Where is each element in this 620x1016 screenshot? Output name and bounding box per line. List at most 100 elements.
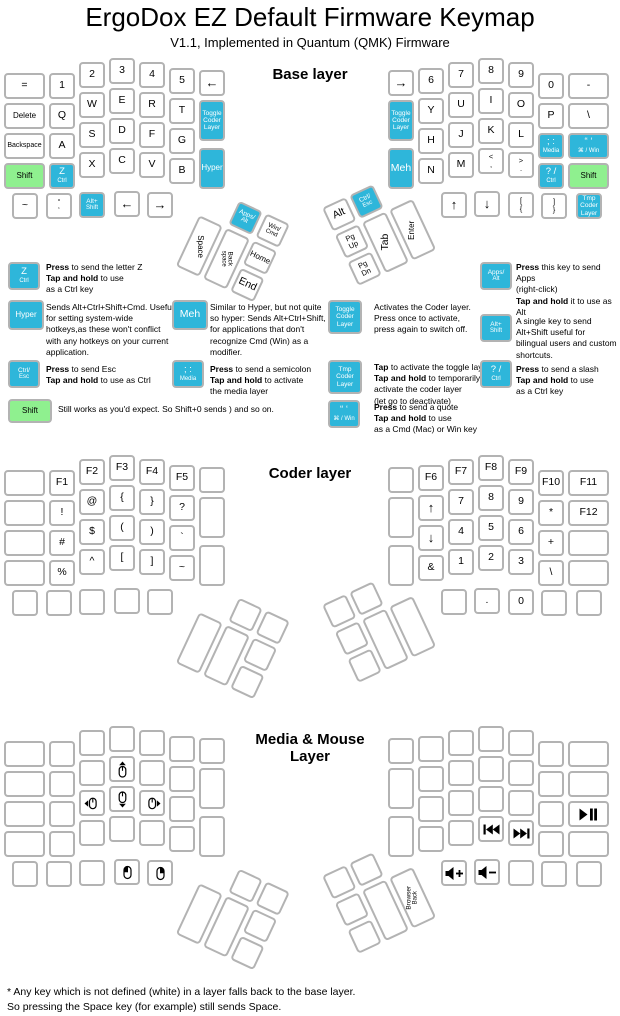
volume-up-icon — [445, 866, 464, 880]
prev-track-icon — [483, 824, 500, 835]
key-end: End — [230, 267, 265, 303]
key-f7: F7 — [448, 459, 474, 485]
blank-key — [199, 497, 225, 538]
blank-key — [418, 826, 444, 852]
blank-key — [568, 741, 609, 767]
key-ctrl: ? /Ctrl — [538, 163, 564, 189]
legend-text-hyper: Sends Alt+Ctrl+Shift+Cmd. Useful for set… — [46, 302, 174, 357]
blank-key — [576, 590, 602, 616]
blank-key — [169, 736, 195, 762]
blank-key — [46, 590, 72, 616]
legend-text-alt-shift: A single key to send Alt+Shift useful fo… — [516, 316, 617, 360]
key-symbol: ]} — [541, 193, 567, 219]
blank-key — [79, 860, 105, 886]
legend-key-alt-shift: Alt+Shift — [480, 314, 512, 342]
key-f11: F11 — [568, 470, 609, 496]
volume-down-icon — [478, 865, 497, 879]
blank-key — [114, 588, 140, 614]
key-7: 7 — [448, 62, 474, 88]
blank-key — [139, 730, 165, 756]
key-1: 1 — [49, 73, 75, 99]
blank-key — [79, 730, 105, 756]
blank-key — [4, 831, 45, 857]
media-right-half — [388, 726, 613, 896]
key-6: 6 — [508, 519, 534, 545]
blank-key — [4, 470, 45, 496]
mouse-down-icon — [114, 790, 131, 808]
blank-key — [541, 861, 567, 887]
key-h: H — [418, 128, 444, 154]
blank-key — [46, 861, 72, 887]
key-symbol: . — [474, 588, 500, 614]
key-n: N — [418, 158, 444, 184]
key-symbol: ^ — [79, 549, 105, 575]
legend-key-apps-alt: Apps/Alt — [480, 262, 512, 290]
key-m: M — [448, 152, 474, 178]
key-3: 3 — [508, 549, 534, 575]
blank-key — [418, 796, 444, 822]
key-symbol: { — [109, 485, 135, 511]
legend-key-hyper: Hyper — [8, 300, 44, 330]
blank-key — [199, 768, 225, 809]
blank-key — [388, 768, 414, 809]
key-l: L — [508, 122, 534, 148]
key-3: 3 — [109, 58, 135, 84]
blank-key — [388, 816, 414, 857]
key-symbol: } — [139, 489, 165, 515]
key-2: 2 — [79, 62, 105, 88]
blank-key — [388, 545, 414, 586]
mouse-up-icon — [109, 756, 135, 782]
mouse-right-click-icon — [147, 860, 173, 886]
key-symbol: @ — [79, 489, 105, 515]
blank-key — [139, 820, 165, 846]
legend-text-meh: Similar to Hyper, but not quite so hyper… — [210, 302, 326, 357]
blank-key — [230, 664, 265, 700]
key-symbol: ~ — [12, 193, 38, 219]
key-symbol: % — [49, 560, 75, 586]
volume-down-icon — [474, 859, 500, 885]
key-b: B — [169, 158, 195, 184]
blank-key — [508, 730, 534, 756]
key-d: D — [109, 118, 135, 144]
key-7: 7 — [448, 489, 474, 515]
key-win: “ ‘⌘ / Win — [568, 133, 609, 159]
blank-key — [448, 760, 474, 786]
key-1: 1 — [448, 549, 474, 575]
key-i: I — [478, 88, 504, 114]
key-symbol: \ — [568, 103, 609, 129]
blank-key — [199, 545, 225, 586]
blank-key — [448, 730, 474, 756]
legend-key-ctrl-esc: Ctrl/Esc — [8, 360, 40, 388]
volume-up-icon — [441, 860, 467, 886]
base-layer-heading: Base layer — [272, 66, 348, 83]
key-symbol: ? — [169, 495, 195, 521]
key-u: U — [448, 92, 474, 118]
blank-key — [478, 756, 504, 782]
blank-key — [568, 560, 609, 586]
blank-key — [448, 820, 474, 846]
key-0: 0 — [508, 589, 534, 615]
key-x: X — [79, 152, 105, 178]
blank-key — [242, 637, 278, 673]
key-9: 9 — [508, 489, 534, 515]
legend-text-toggle-coder: Activates the Coder layer. Press once to… — [374, 302, 471, 335]
blank-key — [242, 908, 278, 944]
key-o: O — [508, 92, 534, 118]
key-media: ; :Media — [538, 133, 564, 159]
key-c: C — [109, 148, 135, 174]
blank-key — [4, 801, 45, 827]
mouse-right-click-icon — [152, 865, 169, 882]
key-v: V — [139, 152, 165, 178]
key-f3: F3 — [109, 455, 135, 481]
key-symbol: ← — [199, 70, 225, 96]
blank-key — [347, 648, 382, 683]
legend-text-tmp-coder: Tap to activate the toggle layer.Tap and… — [374, 362, 492, 406]
blank-key — [147, 589, 173, 615]
key-symbol: [{ — [508, 192, 534, 218]
blank-key — [49, 741, 75, 767]
